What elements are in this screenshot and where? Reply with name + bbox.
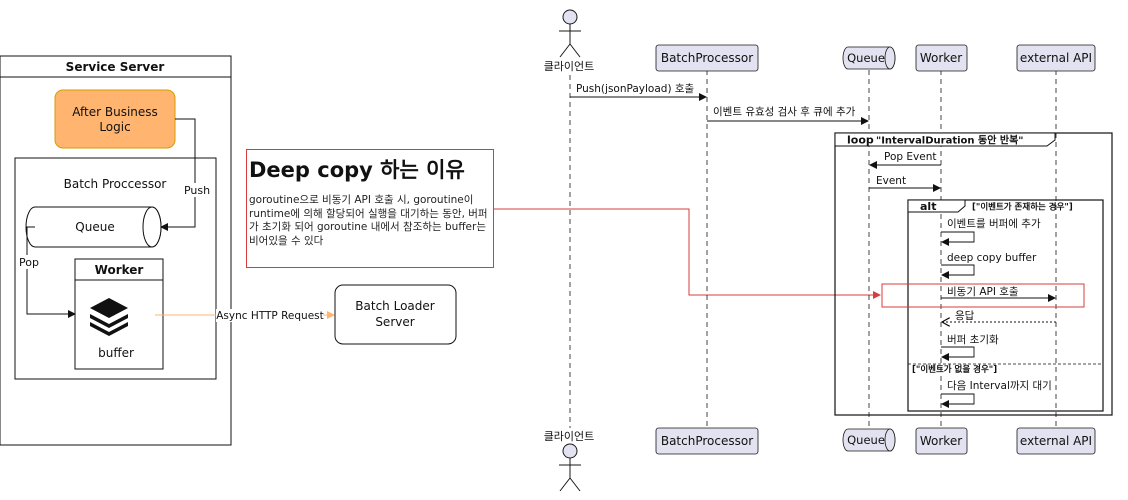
worker-node: Worker buffer xyxy=(74,258,164,370)
svg-text:응답: 응답 xyxy=(955,310,975,322)
participant-batchprocessor-bottom: BatchProcessor xyxy=(655,427,759,455)
push-label: Push xyxy=(184,184,210,197)
loop-label: loop xyxy=(847,134,874,147)
after-business-logic-label-1: After Business xyxy=(72,105,158,119)
svg-text:Queue: Queue xyxy=(847,51,885,65)
batch-loader-server-node: Batch Loader Server xyxy=(334,284,457,345)
svg-text:Worker: Worker xyxy=(920,51,962,65)
svg-text:external API: external API xyxy=(1020,51,1092,65)
note-connector xyxy=(494,208,881,299)
svg-text:이벤트 유효성 검사 후 큐에 추가: 이벤트 유효성 검사 후 큐에 추가 xyxy=(713,106,856,118)
svg-text:비동기 API 호출: 비동기 API 호출 xyxy=(947,286,1019,298)
svg-text:Event: Event xyxy=(876,175,906,187)
svg-text:BatchProcessor: BatchProcessor xyxy=(661,51,753,65)
batch-processor-title: Batch Proccessor xyxy=(64,177,167,191)
loop-frame: loop "IntervalDuration 동안 반복" xyxy=(834,132,1113,416)
participant-worker-top: Worker xyxy=(915,44,968,72)
message-deep-copy: deep copy buffer xyxy=(941,252,1037,279)
participant-client-bottom: 클라이언트 xyxy=(544,430,595,443)
note-body: goroutine으로 비동기 API 호출 시, goroutine이 run… xyxy=(249,194,488,247)
svg-text:deep copy buffer: deep copy buffer xyxy=(947,252,1037,264)
async-http-connector: Async HTTP Request xyxy=(155,309,335,322)
svg-text:이벤트를 버퍼에 추가: 이벤트를 버퍼에 추가 xyxy=(947,218,1041,230)
alt-frame: alt ["이벤트가 존재하는 경우"] ["이벤트가 없을 경우"] xyxy=(907,199,1104,412)
message-reset-buffer: 버퍼 초기화 xyxy=(941,334,999,361)
alt-label: alt xyxy=(920,200,936,213)
svg-text:BatchProcessor: BatchProcessor xyxy=(661,434,753,448)
async-http-label: Async HTTP Request xyxy=(216,310,324,322)
participant-external-api-bottom: external API xyxy=(1016,427,1096,455)
lifelines xyxy=(569,70,1057,428)
svg-text:Queue: Queue xyxy=(847,433,885,447)
layers-icon xyxy=(90,298,128,336)
queue-label: Queue xyxy=(75,220,114,234)
participant-external-api-top: external API xyxy=(1016,44,1096,72)
svg-text:버퍼 초기화: 버퍼 초기화 xyxy=(947,334,999,346)
actor-client-bottom xyxy=(559,443,581,492)
queue-node: Queue xyxy=(25,206,162,248)
pop-label: Pop xyxy=(19,256,39,269)
svg-text:Worker: Worker xyxy=(920,434,962,448)
svg-text:Push(jsonPayload) 호출: Push(jsonPayload) 호출 xyxy=(576,83,695,95)
svg-text:Pop Event: Pop Event xyxy=(884,151,936,163)
push-connector: Push xyxy=(160,118,211,231)
else-condition: ["이벤트가 없을 경우"] xyxy=(912,364,997,375)
svg-text:external API: external API xyxy=(1020,434,1092,448)
participant-queue-top: Queue xyxy=(842,46,896,70)
batch-loader-label-2: Server xyxy=(375,315,414,329)
alt-condition: ["이벤트가 존재하는 경우"] xyxy=(972,202,1073,213)
message-add-to-buffer: 이벤트를 버퍼에 추가 xyxy=(941,218,1041,246)
message-response: 응답 xyxy=(942,310,1056,322)
deep-copy-note: Deep copy 하는 이유 goroutine으로 비동기 API 호출 시… xyxy=(246,149,494,268)
message-validate-enqueue: 이벤트 유효성 검사 후 큐에 추가 xyxy=(707,106,869,125)
loop-condition: "IntervalDuration 동안 반복" xyxy=(876,134,1024,147)
after-business-logic-node: After Business Logic xyxy=(54,89,176,149)
participant-batchprocessor-top: BatchProcessor xyxy=(655,44,759,72)
batch-loader-label-1: Batch Loader xyxy=(355,299,434,313)
highlight-async-call xyxy=(881,283,1085,308)
message-push: Push(jsonPayload) 호출 xyxy=(570,83,707,101)
buffer-label: buffer xyxy=(98,346,134,360)
pop-connector: Pop xyxy=(17,226,76,318)
participant-client-top: 클라이언트 xyxy=(544,60,595,73)
message-wait-next-interval: 다음 Interval까지 대기 xyxy=(941,380,1052,408)
after-business-logic-label-2: Logic xyxy=(99,120,130,134)
message-async-api-call: 비동기 API 호출 xyxy=(941,286,1056,302)
note-title: Deep copy 하는 이유 xyxy=(249,158,465,182)
worker-title: Worker xyxy=(95,263,144,277)
service-server-title: Service Server xyxy=(66,60,165,74)
svg-text:다음 Interval까지 대기: 다음 Interval까지 대기 xyxy=(947,380,1052,392)
actor-client-top xyxy=(559,9,581,58)
message-pop-event: Pop Event xyxy=(869,151,941,169)
participant-worker-bottom: Worker xyxy=(915,427,968,455)
message-event: Event xyxy=(869,175,941,192)
participant-queue-bottom: Queue xyxy=(842,428,896,452)
